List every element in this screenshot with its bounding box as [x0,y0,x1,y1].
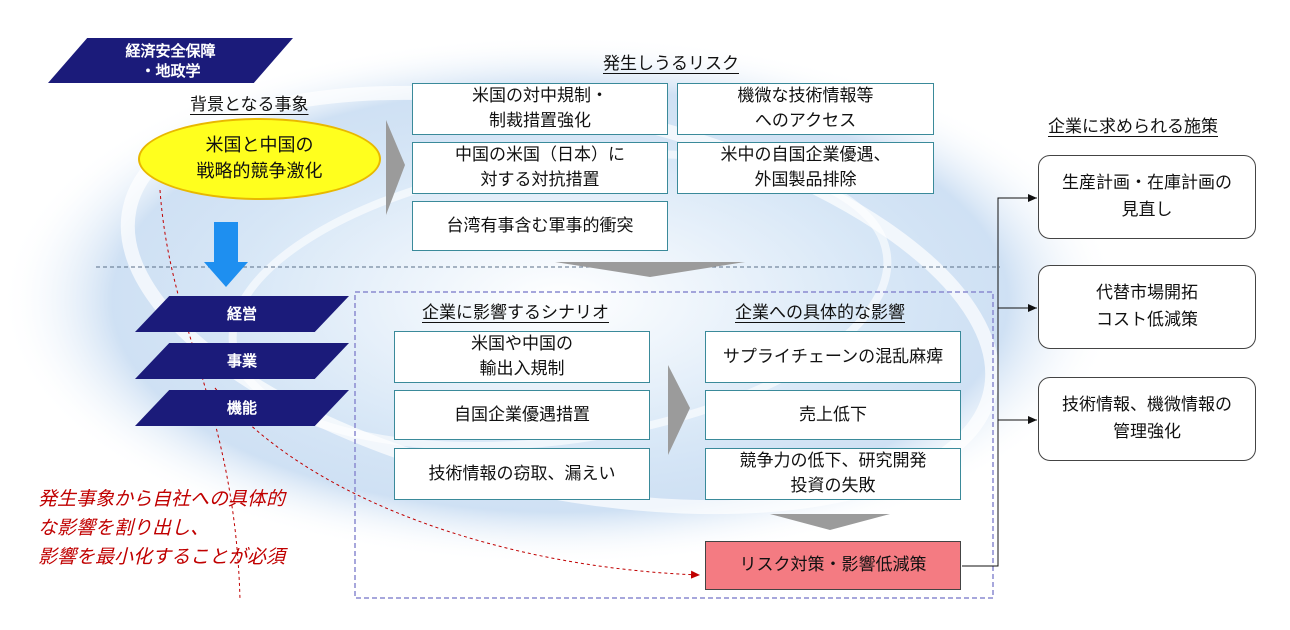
risk-box: 台湾有事含む軍事的衝突 [412,201,668,251]
scenario-box: 米国や中国の 輸出入規制 [394,331,650,383]
topic-tag: 経済安全保障 ・地政学 [48,38,293,83]
chevron-right-icon [668,365,690,455]
risk-box: 機微な技術情報等 へのアクセス [677,83,934,135]
arrow-down-icon [204,222,248,287]
header-impacts: 企業への具体的な影響 [735,303,905,323]
event-ellipse: 米国と中国の 戦略的競争激化 [138,118,381,200]
impact-box: 競争力の低下、研究開発 投資の失敗 [705,448,961,500]
chevron-down-icon [770,514,890,530]
measure-box: 代替市場開拓 コスト低減策 [1038,265,1256,349]
header-scenarios: 企業に影響するシナリオ [422,303,609,323]
countermeasure-box: リスク対策・影響低減策 [705,541,961,590]
header-background: 背景となる事象 [190,95,309,115]
impact-box: サプライチェーンの混乱麻痺 [705,331,961,383]
chevron-down-icon [555,262,745,277]
measure-box: 技術情報、機微情報の 管理強化 [1038,377,1256,461]
impact-box: 売上低下 [705,390,961,440]
level-function: 機能 [135,390,349,426]
level-management: 経営 [135,296,349,332]
chevron-right-icon [386,120,405,215]
header-measures: 企業に求められる施策 [1048,117,1218,137]
conclusion-note: 発生事象から自社への具体的 な影響を割り出し、 影響を最小化することが必須 [38,488,286,568]
risk-box: 中国の米国（日本）に 対する対抗措置 [412,142,668,194]
red-dashed-curve [159,189,241,601]
red-dashed-arrow [214,387,701,579]
scenario-box: 自国企業優遇措置 [394,390,650,440]
scenario-box: 技術情報の窃取、漏えい [394,448,650,500]
level-business: 事業 [135,343,349,379]
risk-box: 米国の対中規制・ 制裁措置強化 [412,83,668,135]
connector-line [962,194,1037,567]
risk-box: 米中の自国企業優遇、 外国製品排除 [677,142,934,194]
header-risks: 発生しうるリスク [603,54,739,74]
measure-box: 生産計画・在庫計画の 見直し [1038,155,1256,239]
